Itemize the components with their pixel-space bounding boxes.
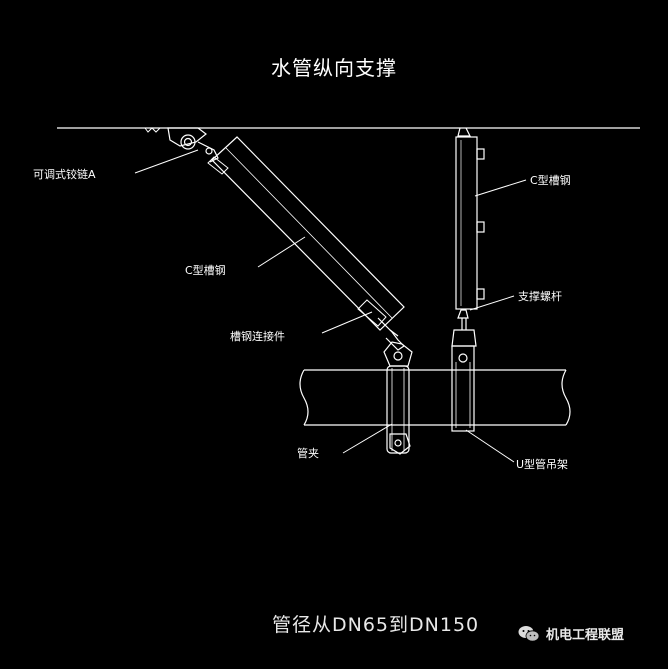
wechat-icon [518, 625, 540, 643]
diagonal-c-channel [207, 136, 405, 331]
diagram-title: 水管纵向支撑 [271, 56, 397, 80]
watermark: 机电工程联盟 [518, 624, 624, 643]
support-rod [457, 309, 469, 330]
watermark-text: 机电工程联盟 [546, 628, 625, 643]
label-support-rod: 支撑螺杆 [518, 290, 562, 303]
pipe-size-caption: 管径从DN65到DN150 [272, 614, 480, 636]
label-c-channel-right: C型槽钢 [530, 174, 571, 187]
u-pipe-hanger [451, 329, 477, 432]
label-connector: 槽钢连接件 [230, 330, 285, 343]
leader-lines [134, 149, 527, 463]
label-pipe-clamp: 管夹 [297, 447, 319, 460]
label-hinge: 可调式铰链A [33, 168, 96, 181]
pipe-clamp [383, 341, 413, 455]
hinge-a [144, 127, 219, 163]
channel-connector [377, 317, 405, 351]
label-c-channel-left: C型槽钢 [185, 264, 226, 277]
vertical-c-channel [455, 127, 485, 310]
label-u-hanger: U型管吊架 [516, 458, 569, 471]
water-pipe [299, 369, 571, 426]
